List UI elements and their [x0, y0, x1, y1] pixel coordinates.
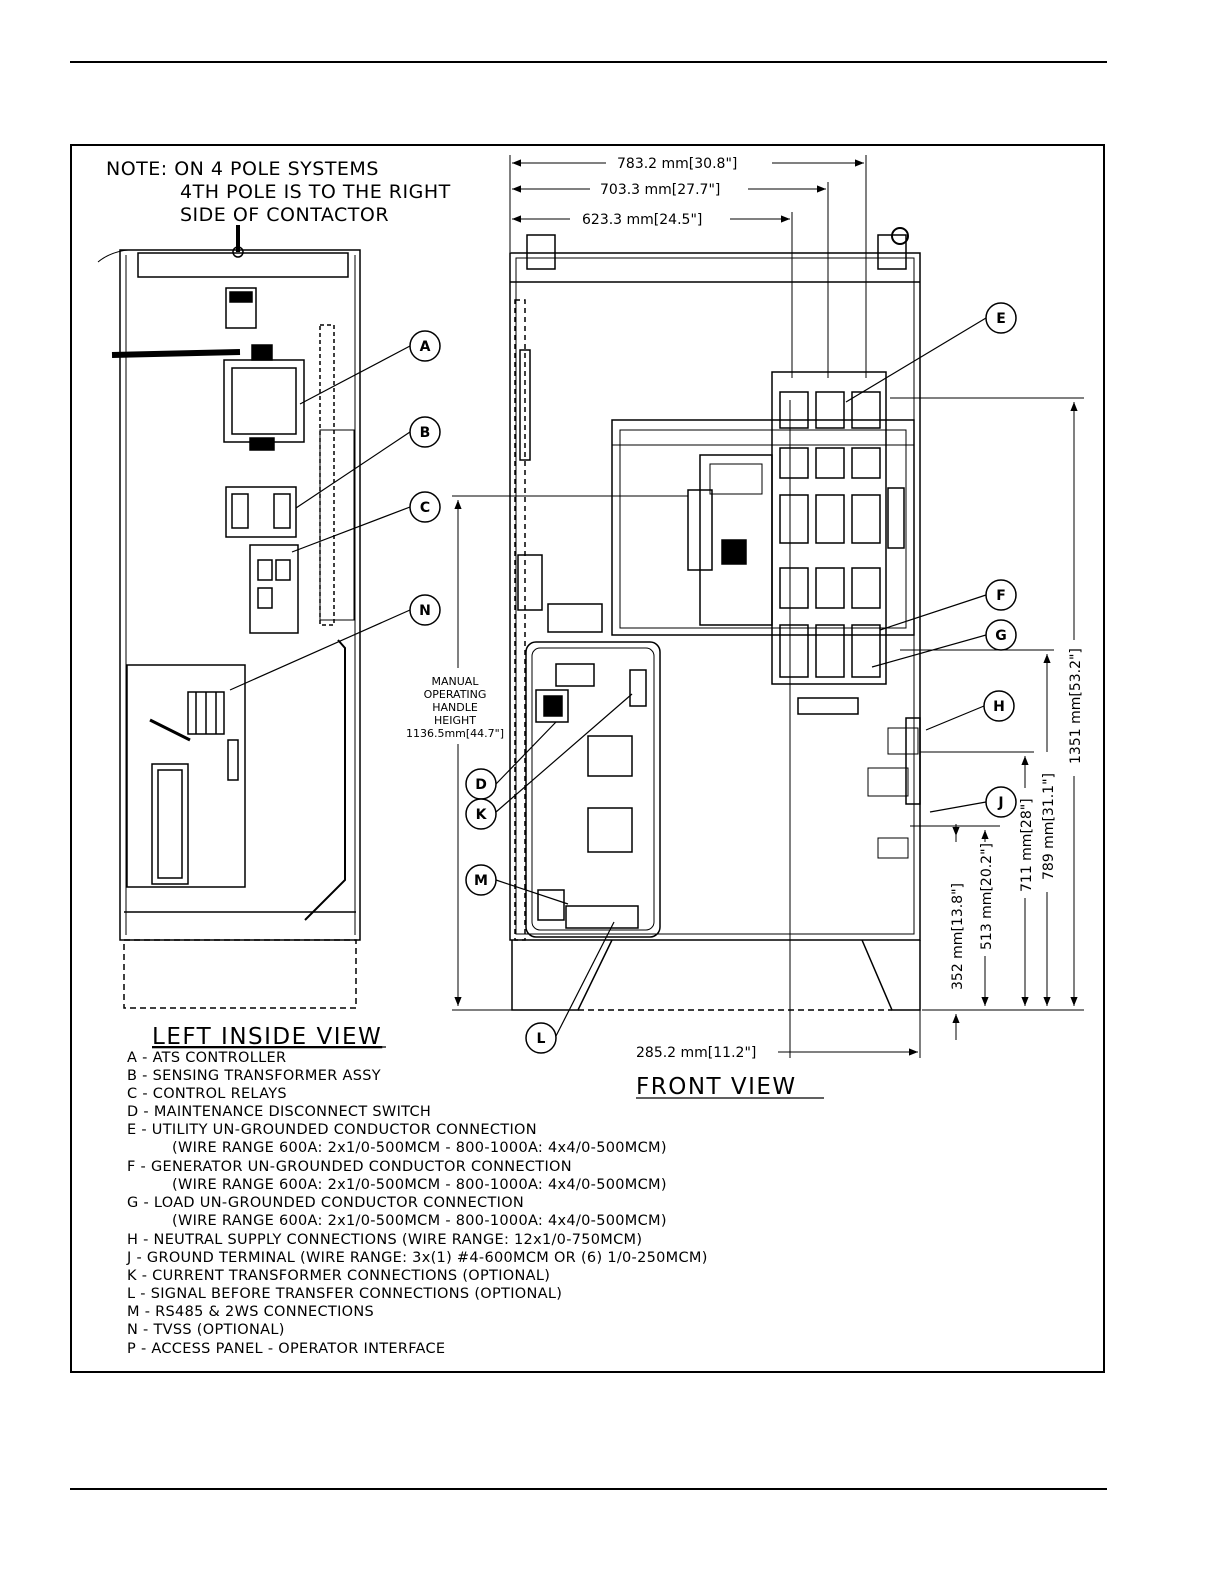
svg-text:HANDLE: HANDLE: [432, 701, 478, 714]
callout-leaders: [229, 317, 987, 1037]
svg-text:HEIGHT: HEIGHT: [434, 714, 476, 727]
legend-p: P - ACCESS PANEL - OPERATOR INTERFACE: [127, 1341, 445, 1357]
legend-e-range: (WIRE RANGE 600A: 2x1/0-500MCM - 800-100…: [172, 1140, 667, 1156]
svg-text:A: A: [420, 339, 431, 355]
legend-d: D - MAINTENANCE DISCONNECT SWITCH: [127, 1104, 431, 1120]
callout-c: C: [409, 491, 441, 523]
callout-j: J: [985, 786, 1017, 818]
note-line-2: 4TH POLE IS TO THE RIGHT: [180, 181, 451, 203]
left-inside-view: [97, 225, 361, 1009]
legend-g-range: (WIRE RANGE 600A: 2x1/0-500MCM - 800-100…: [172, 1213, 667, 1229]
svg-text:B: B: [420, 425, 431, 441]
svg-text:MANUAL: MANUAL: [432, 675, 480, 688]
callout-e: E: [985, 302, 1017, 334]
dim-352: 352 mm[13.8"]: [950, 883, 966, 990]
legend-f: F - GENERATOR UN-GROUNDED CONDUCTOR CONN…: [127, 1159, 572, 1175]
note-block: NOTE: ON 4 POLE SYSTEMS 4TH POLE IS TO T…: [106, 158, 451, 226]
dim-623: 623.3 mm[24.5"]: [582, 212, 702, 228]
legend-k: K - CURRENT TRANSFORMER CONNECTIONS (OPT…: [127, 1268, 550, 1284]
callout-k: K: [465, 798, 497, 830]
svg-text:M: M: [474, 873, 488, 889]
bottom-rule: [70, 1488, 1107, 1490]
svg-text:1136.5mm[44.7"]: 1136.5mm[44.7"]: [406, 727, 504, 740]
svg-text:H: H: [993, 699, 1005, 715]
legend-n: N - TVSS (OPTIONAL): [127, 1322, 285, 1338]
legend-f-range: (WIRE RANGE 600A: 2x1/0-500MCM - 800-100…: [172, 1177, 667, 1193]
svg-text:N: N: [419, 603, 431, 619]
legend-j: J - GROUND TERMINAL (WIRE RANGE: 3x(1) #…: [126, 1250, 708, 1266]
legend-e: E - UTILITY UN-GROUNDED CONDUCTOR CONNEC…: [127, 1122, 537, 1138]
front-view: [509, 227, 921, 1011]
legend-m: M - RS485 & 2WS CONNECTIONS: [127, 1304, 374, 1320]
callout-g: G: [985, 619, 1017, 651]
svg-text:C: C: [420, 500, 430, 516]
dim-783: 783.2 mm[30.8"]: [617, 156, 737, 172]
dim-703: 703.3 mm[27.7"]: [600, 182, 720, 198]
dimension-labels: 783.2 mm[30.8"] 703.3 mm[27.7"] 623.3 mm…: [406, 156, 1084, 1061]
svg-text:J: J: [997, 795, 1003, 811]
drawing-frame: [70, 144, 1105, 1373]
svg-text:OPERATING: OPERATING: [424, 688, 487, 701]
svg-text:F: F: [996, 588, 1006, 604]
dim-1351: 1351 mm[53.2"]: [1068, 648, 1084, 764]
legend: A - ATS CONTROLLER B - SENSING TRANSFORM…: [126, 1050, 708, 1357]
legend-a: A - ATS CONTROLLER: [127, 1050, 286, 1066]
dim-711: 711 mm[28"]: [1019, 798, 1035, 892]
front-view-heading: FRONT VIEW: [636, 1074, 797, 1100]
dim-285: 285.2 mm[11.2"]: [636, 1045, 756, 1061]
legend-g: G - LOAD UN-GROUNDED CONDUCTOR CONNECTIO…: [127, 1195, 524, 1211]
legend-h: H - NEUTRAL SUPPLY CONNECTIONS (WIRE RAN…: [127, 1232, 642, 1248]
callout-a: A: [409, 330, 441, 362]
top-rule: [70, 61, 1107, 63]
callout-d: D: [465, 768, 497, 800]
callout-b: B: [409, 416, 441, 448]
callout-h: H: [983, 690, 1015, 722]
svg-text:G: G: [995, 628, 1007, 644]
svg-text:E: E: [996, 311, 1006, 327]
svg-text:K: K: [476, 807, 488, 823]
callout-n: N: [409, 594, 441, 626]
dim-513: 513 mm[20.2"]: [979, 843, 995, 950]
dim-789: 789 mm[31.1"]: [1041, 773, 1057, 880]
legend-c: C - CONTROL RELAYS: [127, 1086, 287, 1102]
callout-l: L: [525, 1022, 557, 1054]
svg-text:D: D: [475, 777, 487, 793]
legend-b: B - SENSING TRANSFORMER ASSY: [127, 1068, 381, 1084]
callout-m: M: [465, 864, 497, 896]
legend-l: L - SIGNAL BEFORE TRANSFER CONNECTIONS (…: [127, 1286, 562, 1302]
dim-manual-handle: MANUAL OPERATING HANDLE HEIGHT 1136.5mm[…: [406, 675, 504, 740]
note-line-1: NOTE: ON 4 POLE SYSTEMS: [106, 158, 379, 180]
svg-text:L: L: [537, 1031, 546, 1047]
callout-f: F: [985, 579, 1017, 611]
dimension-lines: [452, 155, 1084, 1058]
note-line-3: SIDE OF CONTACTOR: [180, 204, 389, 226]
left-view-heading: LEFT INSIDE VIEW: [152, 1024, 382, 1050]
